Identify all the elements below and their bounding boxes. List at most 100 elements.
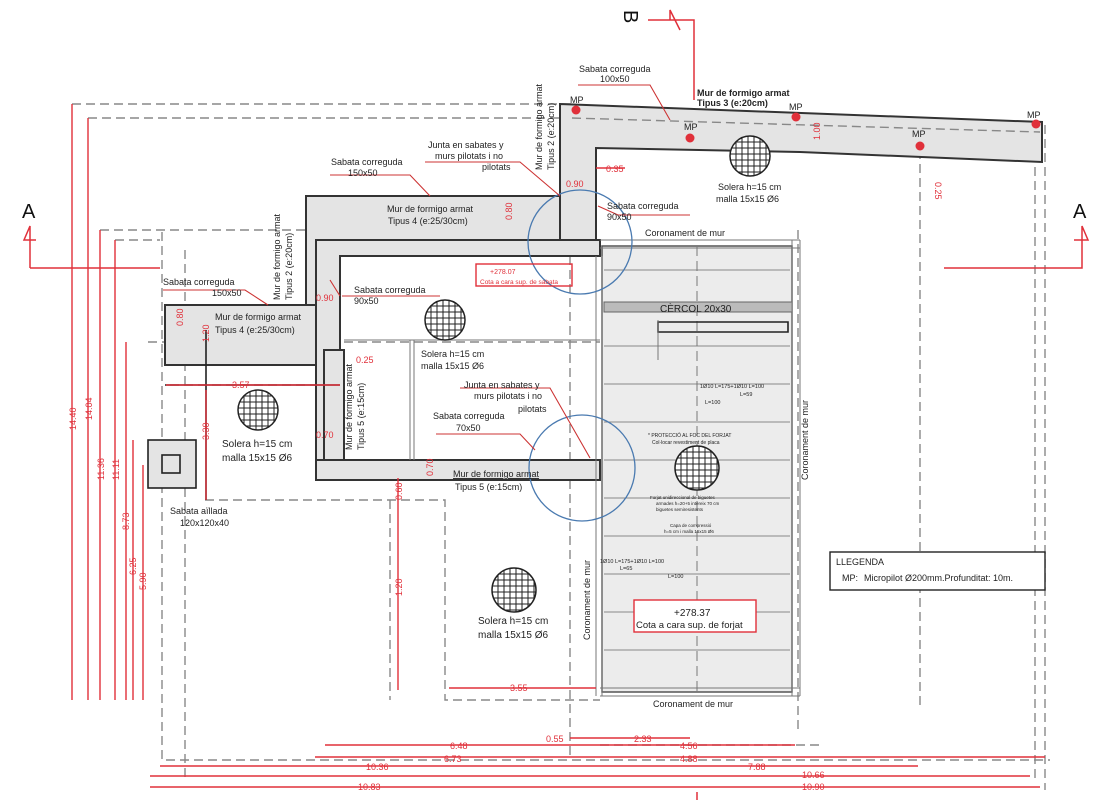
svg-text:1.20: 1.20 <box>201 324 211 342</box>
svg-text:Solera h=15 cm: Solera h=15 cm <box>718 182 781 192</box>
svg-text:1.00: 1.00 <box>812 122 822 140</box>
svg-text:Sabata correguda: Sabata correguda <box>331 157 403 167</box>
svg-text:0.80: 0.80 <box>175 308 185 326</box>
svg-text:Coronament de mur: Coronament de mur <box>645 228 725 238</box>
svg-text:Capa de compressió: Capa de compressió <box>670 523 712 528</box>
svg-text:150x50: 150x50 <box>212 288 242 298</box>
solera-hatch-symbol <box>729 135 771 177</box>
micropile-marker <box>791 112 801 122</box>
svg-text:malla 15x15 Ø6: malla 15x15 Ø6 <box>222 453 292 464</box>
micropile-marker <box>685 133 695 143</box>
svg-text:Tipus 5 (e:15cm): Tipus 5 (e:15cm) <box>455 482 522 492</box>
bottom-dimension-lines <box>150 167 1045 788</box>
dim-0-55: 0.55 <box>546 734 564 744</box>
svg-text:Mur de formigo armat: Mur de formigo armat <box>215 312 302 322</box>
annotation-leaders <box>163 84 690 459</box>
section-marker-a-left: A <box>22 201 160 269</box>
svg-text:Coronament de mur: Coronament de mur <box>800 400 810 480</box>
dim-11-36: 11.36 <box>96 458 106 480</box>
svg-text:0.80: 0.80 <box>504 202 514 220</box>
svg-text:Sabata correguda: Sabata correguda <box>163 277 235 287</box>
left-dimension-lines <box>71 104 144 700</box>
svg-text:MP:: MP: <box>842 573 858 583</box>
cota-sabata-box <box>475 263 573 287</box>
svg-text:LLEGENDA: LLEGENDA <box>836 557 884 567</box>
svg-text:MP: MP <box>570 95 584 105</box>
dim-2-33: 2.33 <box>634 734 652 744</box>
svg-text:CÈRCOL 20x30: CÈRCOL 20x30 <box>660 302 732 315</box>
dim-7-88: 7.88 <box>748 762 766 772</box>
svg-text:Col·locar revestiment de placa: Col·locar revestiment de placa <box>652 440 720 446</box>
svg-text:0.25: 0.25 <box>356 355 374 365</box>
svg-text:MP: MP <box>684 122 698 132</box>
detail-circle-top <box>527 189 633 295</box>
svg-text:malla 15x15 Ø6: malla 15x15 Ø6 <box>478 630 548 641</box>
svg-text:Coronament de mur: Coronament de mur <box>653 699 733 709</box>
svg-text:Mur de formigo armat: Mur de formigo armat <box>534 83 544 170</box>
svg-text:1.20: 1.20 <box>394 578 404 596</box>
solera-hatch-symbol <box>491 567 537 613</box>
dim-11-11: 11.11 <box>111 459 121 480</box>
svg-text:Mur de formigo armat: Mur de formigo armat <box>697 88 790 98</box>
svg-text:L=59: L=59 <box>740 392 752 398</box>
svg-text:Sabata correguda: Sabata correguda <box>607 201 679 211</box>
svg-text:3.55: 3.55 <box>510 683 528 693</box>
dim-6-25: 6.25 <box>128 557 138 575</box>
svg-text:1Ø10 L=175+1Ø10 L=100: 1Ø10 L=175+1Ø10 L=100 <box>600 559 664 565</box>
svg-text:B: B <box>619 10 641 23</box>
svg-text:A: A <box>22 201 36 223</box>
solera-hatch-symbol <box>674 445 720 491</box>
outline-dashed-lines <box>72 103 1050 790</box>
svg-text:Sabata correguda: Sabata correguda <box>354 285 426 295</box>
micropile-marker <box>915 141 925 151</box>
svg-text:+278.07: +278.07 <box>490 269 516 276</box>
svg-text:100x50: 100x50 <box>600 74 630 84</box>
svg-text:0.90: 0.90 <box>316 293 334 303</box>
dim-10-36: 10.36 <box>366 762 389 772</box>
legend-box <box>829 551 1046 591</box>
svg-text:pilotats: pilotats <box>482 162 511 172</box>
svg-text:Sabata correguda: Sabata correguda <box>433 411 505 421</box>
svg-text:Cota a cara sup. de forjat: Cota a cara sup. de forjat <box>636 620 743 631</box>
svg-text:1Ø10 L=175+1Ø10 L=100: 1Ø10 L=175+1Ø10 L=100 <box>700 384 764 390</box>
dim-14-40: 14.40 <box>68 407 78 430</box>
svg-text:Solera h=15 cm: Solera h=15 cm <box>478 616 548 627</box>
svg-text:Tipus 2 (e:20cm): Tipus 2 (e:20cm) <box>284 233 294 300</box>
svg-text:Solera h=15 cm: Solera h=15 cm <box>421 349 484 359</box>
dim-6-48: 6.48 <box>450 741 468 751</box>
dim-5-90: 5.90 <box>138 572 148 590</box>
svg-text:0.70: 0.70 <box>316 430 334 440</box>
svg-text:Junta en sabates y: Junta en sabates y <box>428 140 504 150</box>
svg-text:malla 15x15 Ø6: malla 15x15 Ø6 <box>716 194 779 204</box>
svg-text:Tipus 5 (e:15cm): Tipus 5 (e:15cm) <box>356 383 366 450</box>
svg-text:0.25: 0.25 <box>933 182 943 200</box>
svg-text:* PROTECCIÓ AL FOC DEL FORJAT: * PROTECCIÓ AL FOC DEL FORJAT <box>648 432 731 439</box>
svg-text:Mur de formigo armat: Mur de formigo armat <box>272 213 282 300</box>
svg-text:3.30: 3.30 <box>201 422 211 440</box>
svg-text:120x120x40: 120x120x40 <box>180 518 229 528</box>
svg-text:Mur de formigo armat: Mur de formigo armat <box>453 469 540 479</box>
dim-8-73: 8.73 <box>121 512 131 530</box>
svg-text:0.35: 0.35 <box>606 164 624 174</box>
svg-text:+278.37: +278.37 <box>674 608 711 619</box>
svg-text:Coronament de mur: Coronament de mur <box>582 560 592 640</box>
dim-10-66: 10.66 <box>802 770 825 780</box>
section-marker-a-right: A <box>944 201 1090 269</box>
svg-text:Tipus 4 (e:25/30cm): Tipus 4 (e:25/30cm) <box>388 216 468 226</box>
dim-10-83: 10.83 <box>358 782 381 792</box>
svg-text:Sabata aïllada: Sabata aïllada <box>170 506 228 516</box>
cota-forjat-box <box>633 599 757 633</box>
svg-text:Tipus 3 (e:20cm): Tipus 3 (e:20cm) <box>697 98 768 108</box>
svg-text:L=65: L=65 <box>620 566 632 572</box>
svg-text:Tipus 2 (e:20cm): Tipus 2 (e:20cm) <box>546 103 556 170</box>
svg-text:murs pilotats i no: murs pilotats i no <box>474 391 542 401</box>
solera-hatch-symbol <box>237 389 279 431</box>
svg-text:3.57: 3.57 <box>232 380 250 390</box>
detail-circle-bottom <box>528 414 636 522</box>
svg-text:150x50: 150x50 <box>348 168 378 178</box>
svg-text:Tipus 4 (e:25/30cm): Tipus 4 (e:25/30cm) <box>215 325 295 335</box>
svg-text:armades h=20+5 intereix 70 cm: armades h=20+5 intereix 70 cm <box>656 501 720 506</box>
svg-text:0.60: 0.60 <box>394 482 404 500</box>
svg-text:Sabata correguda: Sabata correguda <box>579 64 651 74</box>
